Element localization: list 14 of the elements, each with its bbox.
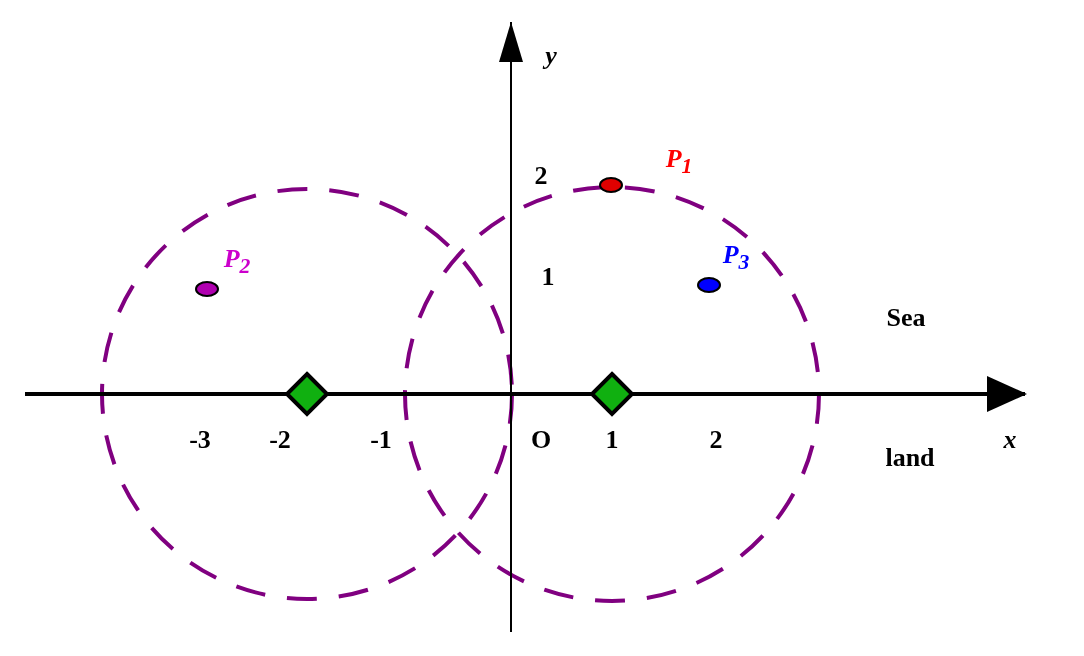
tick-label: -3 bbox=[189, 427, 211, 453]
axis-label: x bbox=[1003, 427, 1017, 453]
tick-label: -2 bbox=[269, 427, 291, 453]
region-label: land bbox=[885, 445, 935, 471]
point-label: P$_{3}$ bbox=[722, 242, 750, 274]
tick-label: 1 bbox=[605, 427, 619, 453]
tick-label: -1 bbox=[370, 427, 392, 453]
tick-label: O bbox=[530, 427, 552, 453]
tick-label: 1 bbox=[541, 264, 555, 290]
tick-label: 2 bbox=[709, 427, 723, 453]
point-label: P$_{1}$ bbox=[665, 146, 693, 178]
point-label: P$_{2}$ bbox=[223, 246, 251, 278]
tick-label: 2 bbox=[534, 163, 548, 189]
region-label: Sea bbox=[886, 305, 926, 331]
